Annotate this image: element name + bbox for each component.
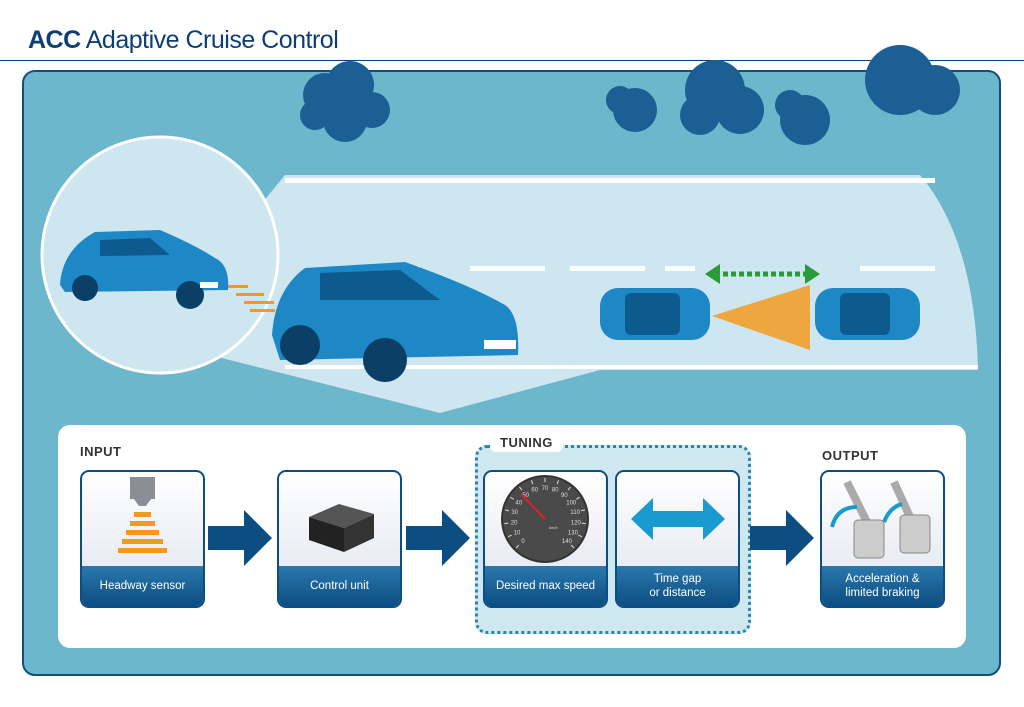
- speed-tick-label: 110: [570, 510, 580, 516]
- title-acronym: ACC: [28, 26, 81, 54]
- step-control-unit: Control unit: [277, 470, 402, 608]
- speed-tick: [580, 509, 586, 512]
- speed-tick-label: 130: [568, 530, 579, 536]
- speed-tick: [510, 496, 514, 500]
- gap-arrow-icon: [705, 264, 820, 284]
- speed-tick-label: 70: [542, 486, 549, 492]
- speed-tick: [570, 544, 575, 549]
- flow-arrow-icon: [208, 510, 272, 566]
- speed-tick: [530, 480, 534, 485]
- control-box-icon: [309, 504, 374, 552]
- output-label: OUTPUT: [822, 448, 879, 463]
- speed-tick-label: 60: [531, 488, 538, 494]
- flow-arrow-icon: [406, 510, 470, 566]
- speed-tick: [567, 486, 571, 491]
- input-label: INPUT: [80, 444, 122, 459]
- speed-tick-label: 40: [515, 501, 522, 507]
- speed-needle: [520, 493, 546, 520]
- step-label: Desired max speed: [485, 566, 606, 606]
- speed-tick: [576, 496, 580, 500]
- car-small-side: [60, 230, 229, 309]
- speed-tick: [504, 509, 510, 512]
- speed-tick: [515, 544, 520, 549]
- lead-car-top: [815, 288, 920, 340]
- speed-tick-label: 120: [571, 520, 582, 526]
- tuning-label: TUNING: [490, 433, 563, 452]
- speed-tick-label: 50: [522, 493, 529, 499]
- speed-tick-label: 140: [562, 539, 573, 545]
- speed-tick-label: 90: [561, 493, 568, 499]
- step-headway-sensor: Headway sensor: [80, 470, 205, 608]
- speed-tick-label: 0: [521, 539, 525, 545]
- car-large-side: [272, 262, 519, 382]
- radar-beam-side: [228, 285, 275, 312]
- speed-tick: [507, 534, 512, 538]
- page-title: ACC Adaptive Cruise Control: [28, 26, 339, 55]
- speed-tick: [578, 534, 583, 538]
- speed-tick-label: 20: [511, 520, 518, 526]
- following-car-top: [600, 288, 710, 340]
- clouds: [300, 45, 960, 145]
- speed-unit: km/h: [549, 525, 558, 530]
- double-arrow-icon: [631, 498, 725, 540]
- title-text: Adaptive Cruise Control: [85, 26, 339, 54]
- speed-tick: [556, 480, 560, 485]
- step-label: Headway sensor: [82, 566, 203, 606]
- radar-beam-top: [712, 285, 810, 350]
- pedals-icon: [830, 480, 931, 559]
- speed-tick-label: 30: [511, 510, 518, 516]
- step-label: Acceleration &limited braking: [822, 566, 943, 606]
- speed-tick-label: 80: [552, 488, 559, 494]
- speed-tick-label: 10: [514, 530, 521, 536]
- speed-tick-label: 100: [566, 501, 577, 507]
- step-acceleration-braking: Acceleration &limited braking: [820, 470, 945, 608]
- step-label: Control unit: [279, 566, 400, 606]
- speed-tick: [519, 486, 523, 491]
- radar-sensor-icon: [118, 477, 167, 553]
- flow-arrow-icon: [750, 510, 814, 566]
